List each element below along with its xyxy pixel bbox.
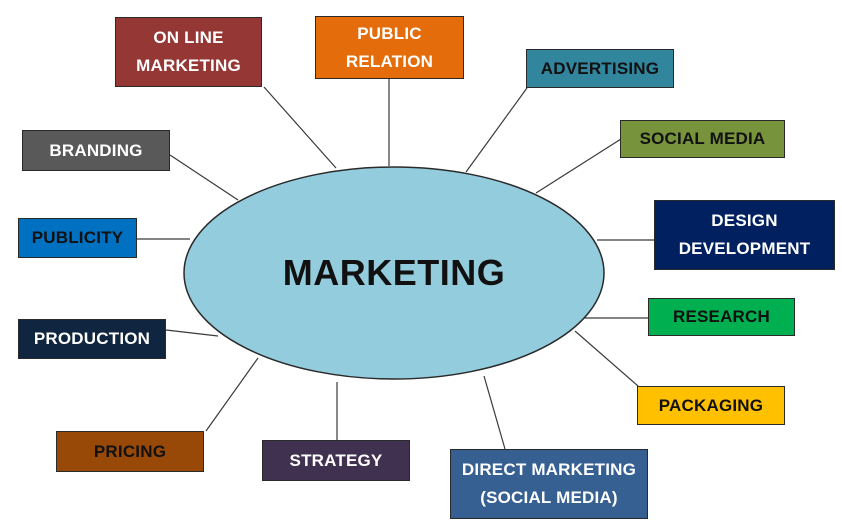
connector-pricing [205,357,259,432]
node-direct-marketing: DIRECT MARKETING (SOCIAL MEDIA) [450,449,648,519]
node-label-research: RESEARCH [672,307,770,326]
node-label-branding: BRANDING [49,140,143,160]
node-social-media: SOCIAL MEDIA [620,120,785,158]
node-research: RESEARCH [648,298,795,336]
connector-online-marketing [263,86,337,169]
connector-lines [137,79,654,450]
node-label-publicity: PUBLICITY [31,228,124,247]
node-label-pricing: PRICING [93,441,167,461]
node-advertising: ADVERTISING [526,49,674,88]
node-packaging: PACKAGING [637,386,785,425]
node-production: PRODUCTION [18,319,166,359]
connector-packaging [574,330,639,387]
node-branding: BRANDING [22,130,170,171]
node-label-online-marketing: ON LINE MARKETING [136,28,241,75]
node-pricing: PRICING [56,431,204,472]
connector-branding [169,154,239,201]
center-ellipse [183,166,605,380]
node-design-development: DESIGN DEVELOPMENT [654,200,835,270]
center-label: MARKETING [282,252,506,293]
node-label-design-development: DESIGN DEVELOPMENT [678,211,811,258]
node-label-packaging: PACKAGING [658,395,764,415]
node-publicity: PUBLICITY [18,218,137,258]
node-label-strategy: STRATEGY [289,450,383,470]
node-strategy: STRATEGY [262,440,410,481]
node-label-public-relation: PUBLIC RELATION [345,23,434,71]
node-public-relation: PUBLIC RELATION [315,16,464,79]
connector-advertising [465,87,528,173]
node-online-marketing: ON LINE MARKETING [115,17,262,87]
node-label-advertising: ADVERTISING [540,58,660,78]
node-label-social-media: SOCIAL MEDIA [639,129,766,148]
connector-direct-marketing [483,375,506,450]
connector-social-media [535,138,622,194]
node-label-production: PRODUCTION [33,329,151,348]
node-label-direct-marketing: DIRECT MARKETING (SOCIAL MEDIA) [461,460,637,507]
connector-production [165,329,219,337]
